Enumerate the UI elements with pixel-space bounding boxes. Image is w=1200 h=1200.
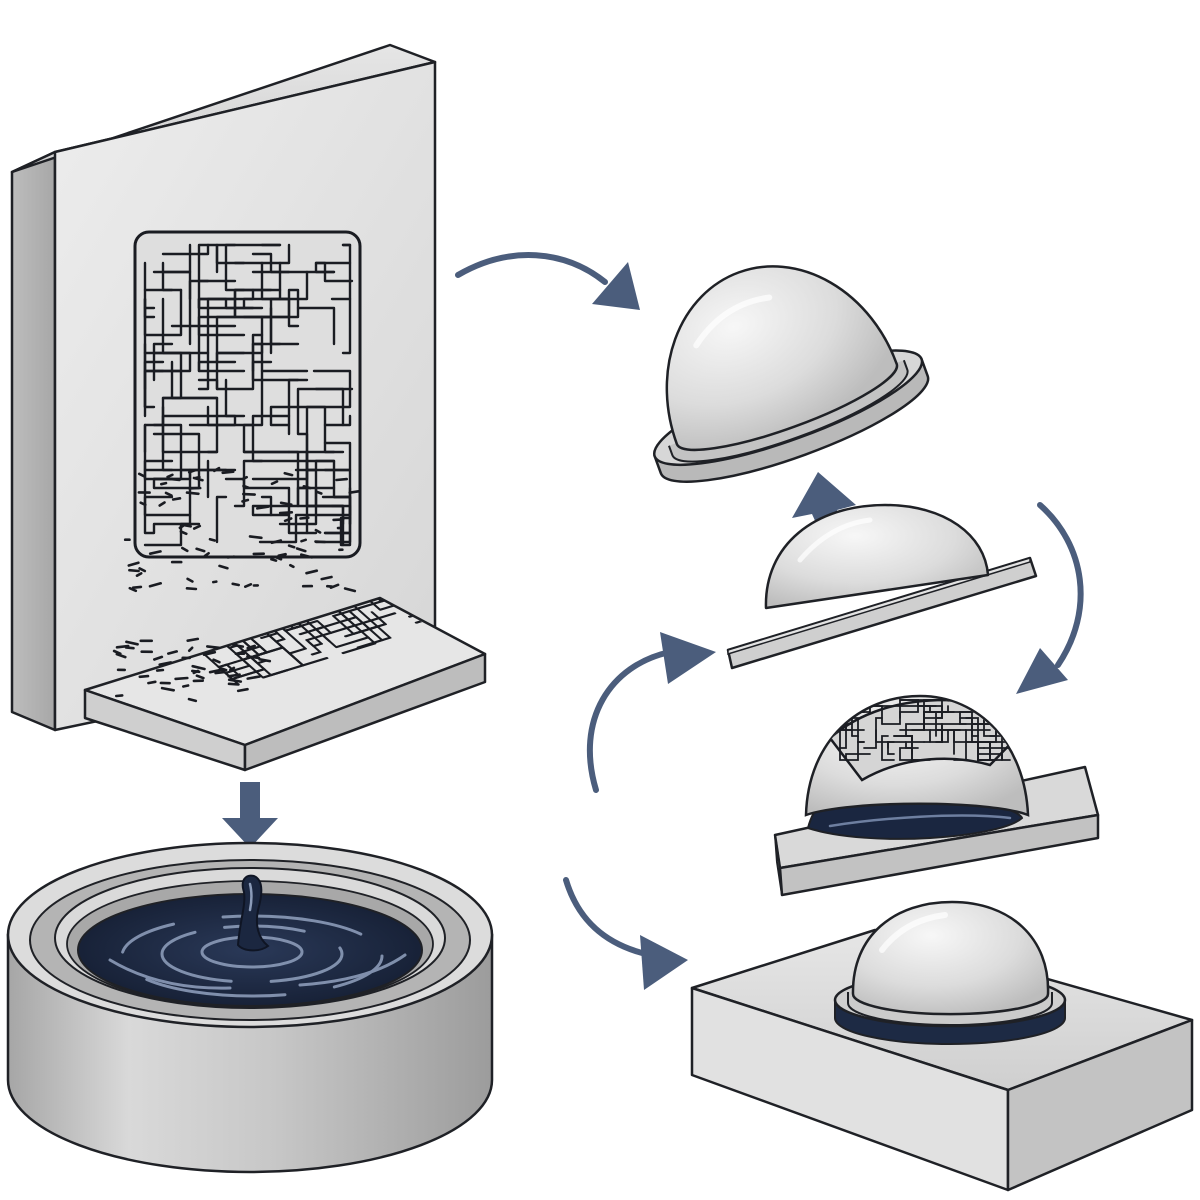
dome-on-flat-sheet (726, 503, 1038, 670)
down-arrow-icon (222, 782, 278, 848)
mold-circuit-pattern (123, 230, 362, 593)
flanged-dome (652, 265, 930, 483)
dome-mounted-on-base-block (690, 900, 1194, 1192)
circuit-transfer-sheet (83, 596, 487, 772)
curved-arrow-icon (563, 877, 688, 990)
liquid-bath (6, 841, 494, 1174)
curved-arrow-icon (455, 252, 640, 310)
dome-with-wrapped-circuit (773, 694, 1100, 897)
curved-arrow-icon (1016, 502, 1084, 694)
curved-arrow-icon (586, 632, 716, 793)
